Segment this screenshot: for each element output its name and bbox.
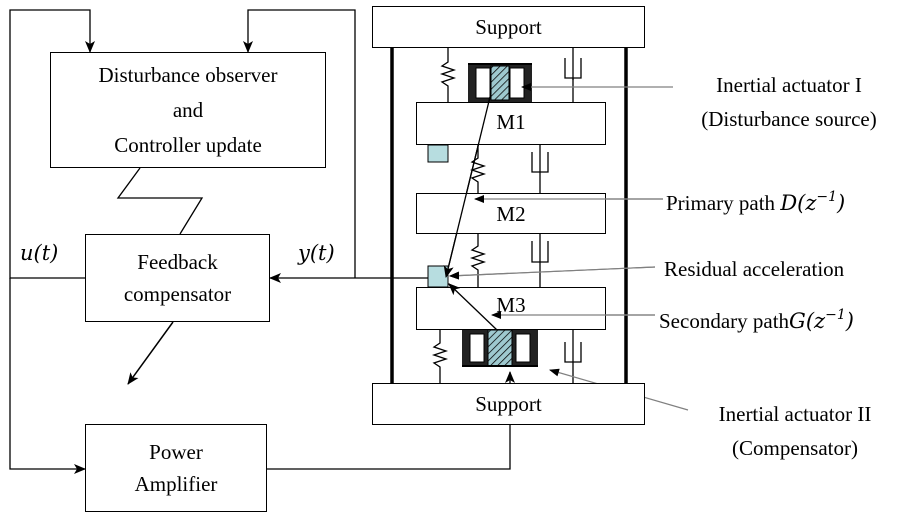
support-bottom-label: Support [475,392,542,416]
observer-line-1: Disturbance observer [98,62,278,87]
support-bottom: Support [372,383,645,425]
feedback-line-1: Feedback [137,250,218,274]
damper-m1-m2 [531,145,549,193]
secondary-path-text: Secondary path [659,309,790,333]
mass-m3: M3 [416,287,606,330]
actuator-1-line-2: (Disturbance source) [701,107,877,131]
amplifier-line-1: Power [149,440,203,464]
primary-math-close: ) [837,191,846,215]
mass-m1-label: M1 [496,110,526,134]
primary-math-exp: −1 [816,189,838,205]
mass-m2: M2 [416,193,606,234]
y-signal-label: y(t) [298,241,335,265]
actuator-2-line-1: Inertial actuator II [718,402,872,426]
observer-input-y [243,9,356,278]
primary-math-base: D(z [780,191,817,215]
feedback-line-top-left [9,9,95,279]
primary-path-math: D(z−1) [780,189,846,215]
secondary-math-close: ) [845,309,854,333]
secondary-path-math: G(z−1) [789,307,854,333]
secondary-math-exp: −1 [825,307,846,323]
sensor-m1 [427,144,449,163]
mass-m1: M1 [416,102,606,145]
u-signal-label: u(t) [20,241,59,265]
spring-top [439,48,457,102]
support-top: Support [372,6,645,48]
spring-m2-m3 [469,234,487,287]
mass-m3-label: M3 [496,293,526,317]
primary-path-annotation: Primary path D(z−1) [666,184,845,216]
disturbance-observer-block: Disturbance observer and Controller upda… [50,52,326,168]
secondary-math-base: G(z [789,309,826,333]
power-amplifier-block: Power Amplifier [85,424,267,512]
support-top-label: Support [475,15,542,39]
feedback-line-2: compensator [123,282,232,306]
mass-m2-label: M2 [496,201,526,226]
damper-m2-m3 [531,234,549,287]
observer-line-2: and [172,97,204,122]
observer-line-3: Controller update [114,132,262,157]
u-to-amplifier [9,278,86,474]
primary-path-text: Primary path [666,191,776,215]
actuator-2-line-2: (Compensator) [732,436,858,460]
secondary-path-annotation: Secondary pathG(z−1) [659,302,854,334]
adaptation-arrow [127,321,174,385]
residual-acceleration-annotation: Residual acceleration [664,257,845,281]
controller-update-link [116,167,204,235]
actuator-2-annotation: Inertial actuator II (Compensator) [688,397,902,465]
actuator-1-line-1: Inertial actuator I [716,73,862,97]
inertial-actuator-2 [462,329,538,367]
spring-m1-m2 [469,145,487,193]
actuator-1-annotation: Inertial actuator I (Disturbance source) [673,68,905,136]
feedback-compensator-block: Feedback compensator [85,234,270,322]
damper-top [564,48,582,102]
damper-bottom [564,330,582,383]
residual-acceleration-sensor [427,265,449,288]
amplifier-line-2: Amplifier [134,472,218,496]
spring-bottom [431,330,449,383]
inertial-actuator-1 [468,63,532,102]
